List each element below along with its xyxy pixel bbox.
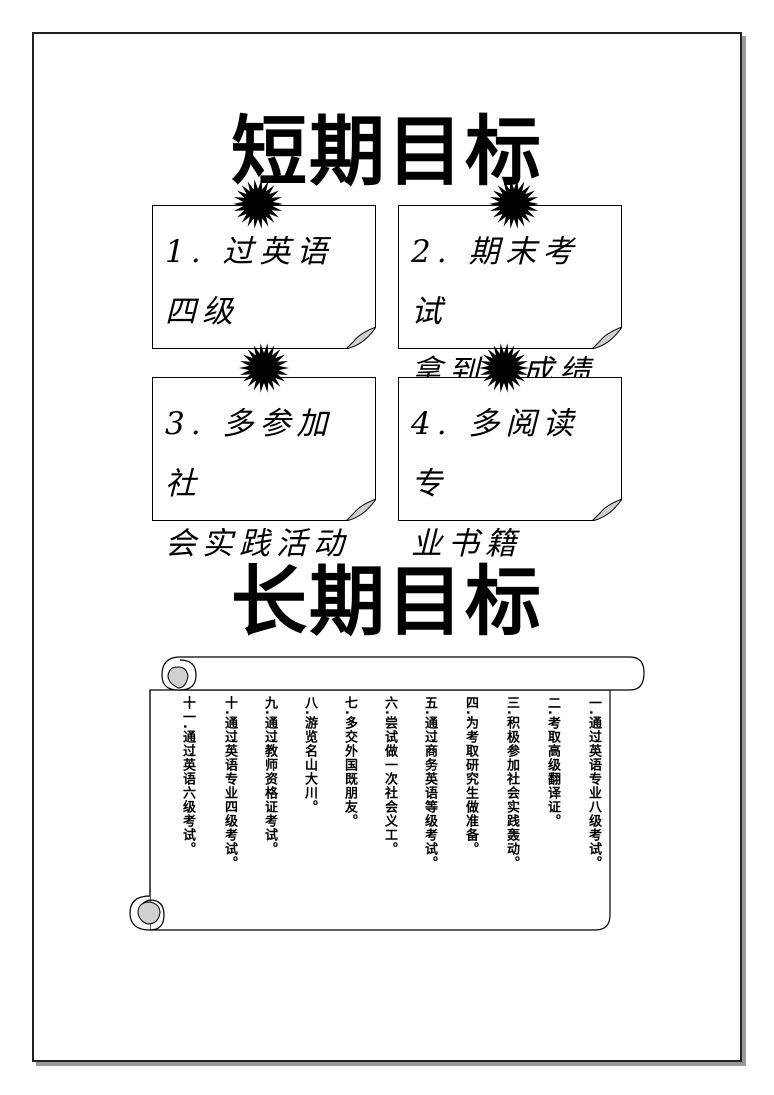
pin-burst-icon xyxy=(479,343,529,393)
long-goal-11: 十一.通过英语六级考试。 xyxy=(180,696,195,856)
page-curl-icon xyxy=(346,499,376,521)
goal-note-3: 3. 多参加社 会实践活动 xyxy=(152,377,376,562)
page-curl-icon xyxy=(346,327,376,349)
goal-note-3-line1: 3. 多参加社 xyxy=(165,406,334,502)
goal-note-1-line1: 1. 过英语 xyxy=(165,234,334,270)
pin-burst-icon xyxy=(489,179,539,229)
goal-note-2-line1: 2. 期末考试 xyxy=(411,234,580,330)
long-goal-7: 七.多交外国既朋友。 xyxy=(342,696,357,828)
goal-note-4: 4. 多阅读专 业书籍 xyxy=(398,377,622,562)
long-goal-4: 四.为考取研究生做准备。 xyxy=(463,696,478,856)
goal-note-3-line2: 会实践活动 xyxy=(165,526,350,562)
long-term-goal-list: 一.通过英语专业八级考试。 二.考取高级翻译证。 三.积极参加社会实践轰动。 四… xyxy=(176,696,606,896)
long-goal-1: 一.通过英语专业八级考试。 xyxy=(586,696,601,870)
goal-note-4-line2: 业书籍 xyxy=(411,526,522,562)
pin-burst-icon xyxy=(233,179,283,229)
short-term-title: 短期目标 xyxy=(231,107,543,196)
goal-note-1: 1. 过英语 四级 xyxy=(152,205,376,349)
long-goal-9: 九.通过教师资格证考试。 xyxy=(262,696,277,856)
page-curl-icon xyxy=(592,499,622,521)
long-goal-5: 五.通过商务英语等级考试。 xyxy=(422,696,437,870)
goal-note-4-line1: 4. 多阅读专 xyxy=(411,406,580,502)
long-goal-10: 十.通过英语专业四级考试。 xyxy=(222,696,237,870)
long-goal-3: 三.积极参加社会实践轰动。 xyxy=(504,696,519,870)
long-term-title: 长期目标 xyxy=(231,557,543,646)
goal-note-1-line2: 四级 xyxy=(165,294,239,330)
page-curl-icon xyxy=(592,327,622,349)
long-goal-6: 六.尝试做一次社会义工。 xyxy=(382,696,397,856)
pin-burst-icon xyxy=(239,343,289,393)
goal-note-2: 2. 期末考试 拿到好成绩 xyxy=(398,205,622,390)
long-goal-2: 二.考取高级翻译证。 xyxy=(545,696,560,828)
long-goal-8: 八.游览名山大川。 xyxy=(302,696,317,814)
